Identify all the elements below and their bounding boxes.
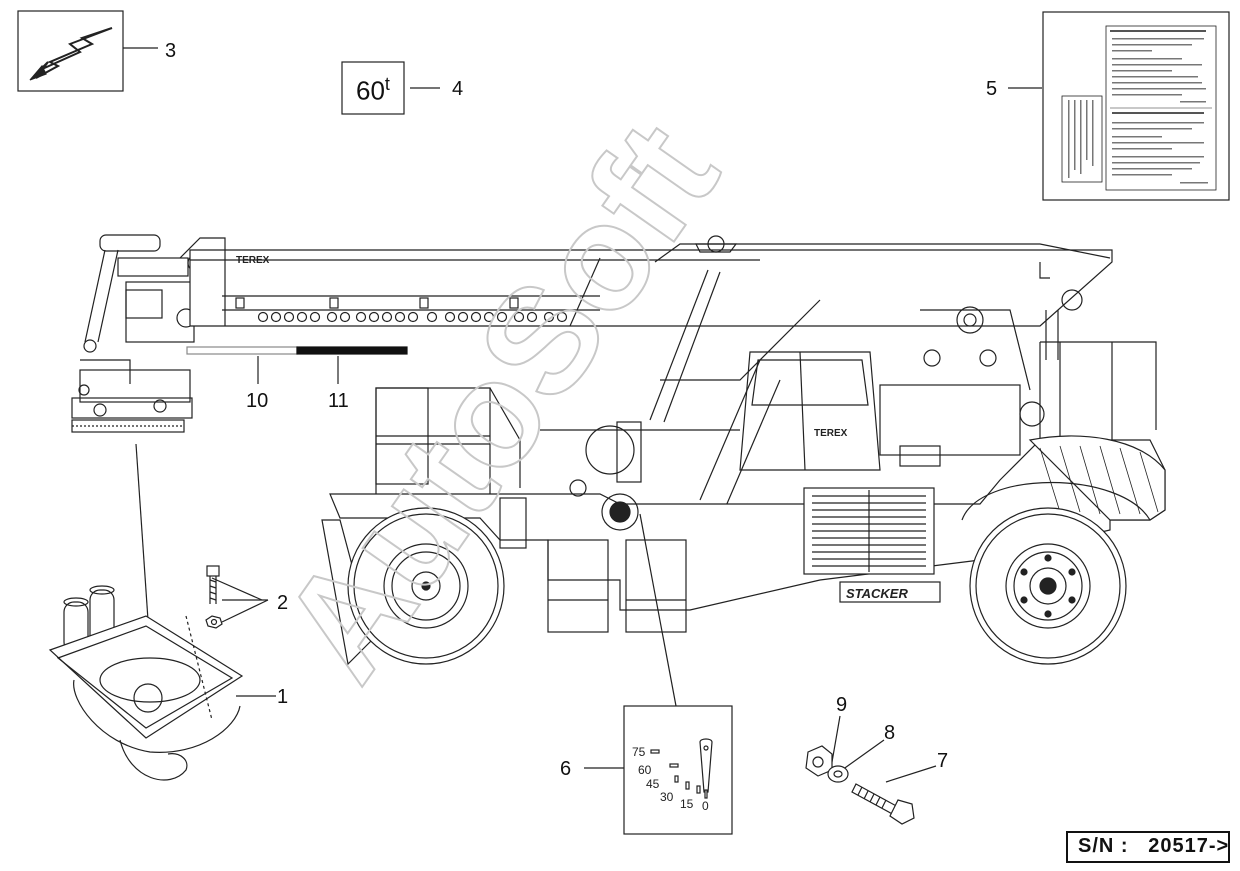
chassis-frame [329, 421, 1166, 633]
angle-indicator-decal [623, 705, 733, 835]
twistlock-assembly [48, 585, 244, 781]
callout-10: 10 [246, 390, 269, 412]
callout-6: 6 [560, 758, 572, 780]
capacity-value: 60t [356, 74, 390, 107]
angle-label-75: 75 [632, 745, 646, 759]
bolt-and-nut [205, 565, 223, 629]
capacity-number: 60 [356, 75, 385, 106]
chassis-brand-text: STACKER [846, 586, 908, 601]
serial-number-text: S/N : 20517-> [1078, 835, 1229, 858]
boom-brand-text: TEREX [236, 255, 270, 266]
spreader-boom-head [71, 234, 205, 433]
callout-8: 8 [884, 722, 896, 744]
callout-3: 3 [165, 40, 177, 62]
serial-value: 20517-> [1148, 835, 1230, 857]
engine-grille [803, 487, 935, 575]
leader-lines [135, 443, 937, 783]
label-fine-print [1068, 30, 1208, 184]
angle-label-15: 15 [680, 797, 694, 811]
callout-4: 4 [452, 78, 464, 100]
serial-number-box: S/N : 20517-> [1066, 831, 1230, 863]
callout-5: 5 [986, 78, 998, 100]
angle-label-60: 60 [638, 763, 652, 777]
capacity-unit: t [384, 74, 390, 94]
hex-bolt [851, 783, 915, 825]
boom-chain-rollers [257, 311, 568, 323]
angle-label-0: 0 [702, 799, 709, 813]
front-wheel [347, 507, 505, 665]
callout-2: 2 [277, 592, 289, 614]
callout-9: 9 [836, 694, 848, 716]
telescopic-boom [179, 235, 1113, 423]
callout-11: 11 [328, 390, 349, 412]
callout-7: 7 [937, 750, 949, 772]
washer [827, 765, 849, 783]
cab-brand-text: TEREX [814, 428, 848, 439]
rear-fender [961, 481, 1151, 521]
capacity-decal [341, 61, 440, 115]
rear-wheel [969, 507, 1127, 665]
operator-cab [739, 309, 1157, 471]
left-counterweight-frame [375, 299, 821, 521]
load-indicator-info-label [1008, 11, 1230, 201]
serial-prefix: S/N : [1078, 835, 1129, 857]
angle-label-45: 45 [646, 777, 660, 791]
angle-label-30: 30 [660, 790, 674, 804]
boom-stripe-decals [186, 346, 408, 384]
electrical-hazard-decal [17, 10, 158, 92]
watermark-text: AutoSoft [249, 93, 750, 708]
callout-1: 1 [277, 686, 289, 708]
